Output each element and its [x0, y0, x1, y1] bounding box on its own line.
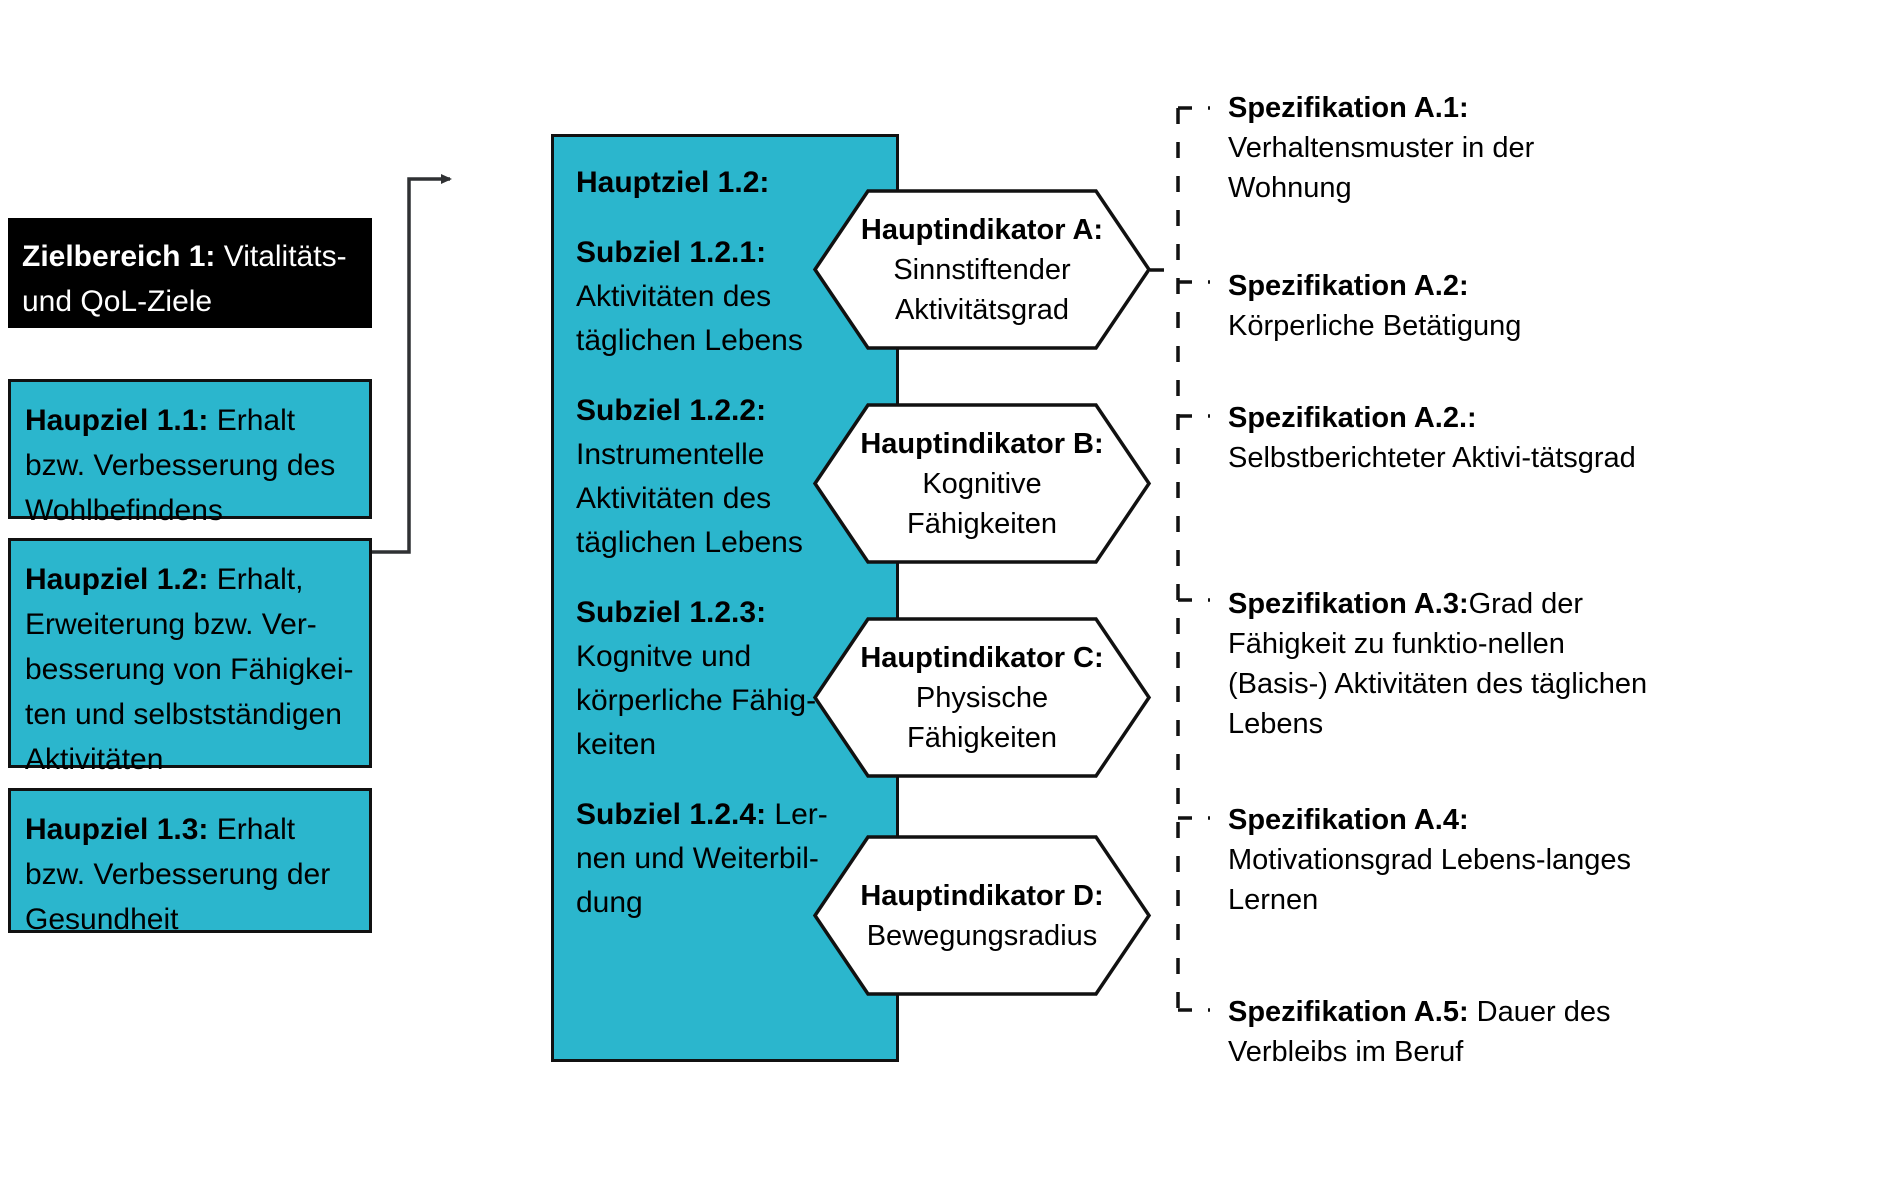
specification-a-1-text: Verhaltensmuster in der Wohnung	[1228, 132, 1535, 204]
specification-a-3[interactable]: Spezifikation A.3:Grad der Fähigkeit zu …	[1228, 584, 1658, 744]
subgoal-1-2-3: Subziel 1.2.3: Kognitve und körperliche …	[576, 591, 874, 767]
indicator-b-label: Hauptindikator B: Kognitive Fähigkeiten	[812, 402, 1152, 565]
specification-a-2[interactable]: Spezifikation A.2: Körperliche Betätigun…	[1228, 266, 1648, 346]
goal-area-bold: Zielbereich 1:	[22, 240, 216, 273]
specification-a-5-bold: Spezifikation A.5:	[1228, 996, 1469, 1028]
specification-a-2-dot-text: Selbstberichteter Aktivi-tätsgrad	[1228, 442, 1636, 474]
indicator-b-hexagon[interactable]: Hauptindikator B: Kognitive Fähigkeiten	[812, 402, 1152, 565]
indicator-b-line1: Kognitive	[922, 467, 1042, 500]
indicator-d-label: Hauptindikator D: Bewegungsradius	[812, 834, 1152, 997]
center-heading-bold: Hauptziel 1.2:	[576, 166, 770, 199]
specification-a-5-text: Dauer des Verbleibs im Beruf	[1228, 996, 1611, 1068]
subgoal-1-2-4-bold: Subziel 1.2.4:	[576, 798, 767, 831]
specification-a-3-text: Grad der Fähigkeit zu funktio-nellen (Ba…	[1228, 588, 1648, 740]
subgoal-1-2-3-bold: Subziel 1.2.3:	[576, 596, 767, 629]
main-goal-1-3-bold: Haupziel 1.3:	[25, 813, 209, 846]
indicator-c-bold: Hauptindikator C:	[860, 641, 1104, 674]
subgoal-1-2-2-text: Instrumentelle Aktivitäten des täglichen…	[576, 438, 803, 559]
specification-a-2-dot-bold: Spezifikation A.2.:	[1228, 402, 1477, 434]
indicator-c-hexagon[interactable]: Hauptindikator C: Physische Fähigkeiten	[812, 616, 1152, 779]
subgoal-1-2-1-text: Aktivitäten des täglichen Lebens	[576, 280, 803, 357]
indicator-a-label: Hauptindikator A: Sinnstiftender Aktivit…	[812, 188, 1152, 351]
indicator-d-line1: Bewegungsradius	[866, 919, 1098, 952]
specification-a-5[interactable]: Spezifikation A.5: Dauer des Verbleibs i…	[1228, 992, 1658, 1072]
specification-a-1[interactable]: Spezifikation A.1: Verhaltensmuster in d…	[1228, 88, 1648, 208]
main-goal-1-1-bold: Haupziel 1.1:	[25, 404, 209, 437]
indicator-d-hexagon[interactable]: Hauptindikator D: Bewegungsradius	[812, 834, 1152, 997]
specification-a-2-dot[interactable]: Spezifikation A.2.: Selbstberichteter Ak…	[1228, 398, 1648, 478]
specification-a-2-bold: Spezifikation A.2:	[1228, 270, 1469, 302]
center-heading: Hauptziel 1.2:	[576, 161, 874, 205]
indicator-c-line2: Fähigkeiten	[907, 721, 1057, 754]
indicator-a-hexagon[interactable]: Hauptindikator A: Sinnstiftender Aktivit…	[812, 188, 1152, 351]
indicator-b-line2: Fähigkeiten	[907, 507, 1057, 540]
goal-area-rest: Vitalitäts- und QoL-Ziele	[22, 240, 347, 318]
indicator-a-bold: Hauptindikator A:	[860, 213, 1104, 246]
specification-a-2-text: Körperliche Betätigung	[1228, 310, 1522, 342]
subgoal-1-2-2-bold: Subziel 1.2.2:	[576, 394, 767, 427]
main-goal-1-2-text: Erhalt, Erweiterung bzw. Ver-besserung v…	[25, 563, 354, 776]
goal-area-box: Zielbereich 1: Vitalitäts- und QoL-Ziele	[8, 218, 372, 328]
indicator-a-line2: Aktivitätsgrad	[894, 293, 1070, 326]
indicator-b-bold: Hauptindikator B:	[860, 427, 1104, 460]
indicator-d-bold: Hauptindikator D:	[860, 879, 1104, 912]
indicator-c-label: Hauptindikator C: Physische Fähigkeiten	[812, 616, 1152, 779]
specification-a-3-bold: Spezifikation A.3:	[1228, 588, 1469, 620]
main-goal-1-2-box[interactable]: Haupziel 1.2: Erhalt, Erweiterung bzw. V…	[8, 538, 372, 776]
subgoal-1-2-4: Subziel 1.2.4: Ler-nen und Weiterbil-dun…	[576, 793, 874, 925]
subgoal-1-2-3-text: Kognitve und körperliche Fähig-keiten	[576, 640, 817, 761]
subgoal-1-2-1: Subziel 1.2.1: Aktivitäten des täglichen…	[576, 231, 874, 363]
main-goal-1-1-text: Erhalt bzw. Verbesserung des Wohlbefinde…	[25, 404, 336, 527]
specification-a-4[interactable]: Spezifikation A.4: Motivationsgrad Leben…	[1228, 800, 1648, 920]
indicator-a-line1: Sinnstiftender	[893, 253, 1071, 286]
subgoal-1-2-1-bold: Subziel 1.2.1:	[576, 236, 767, 269]
indicator-c-line1: Physische	[915, 681, 1049, 714]
main-goal-1-3-text: Erhalt bzw. Verbesserung der Gesundheit	[25, 813, 331, 936]
main-goal-1-3-box[interactable]: Haupziel 1.3: Erhalt bzw. Verbesserung d…	[8, 788, 372, 936]
main-goal-1-1-box[interactable]: Haupziel 1.1: Erhalt bzw. Verbesserung d…	[8, 379, 372, 527]
specification-a-1-bold: Spezifikation A.1:	[1228, 92, 1469, 124]
subgoal-1-2-4-text: Ler-nen und Weiterbil-dung	[576, 798, 828, 919]
main-goal-1-2-bold: Haupziel 1.2:	[25, 563, 209, 596]
specification-a-4-bold: Spezifikation A.4:	[1228, 804, 1469, 836]
specification-a-4-text: Motivationsgrad Lebens-langes Lernen	[1228, 844, 1632, 916]
subgoal-1-2-2: Subziel 1.2.2: Instrumentelle Aktivitäte…	[576, 389, 874, 565]
